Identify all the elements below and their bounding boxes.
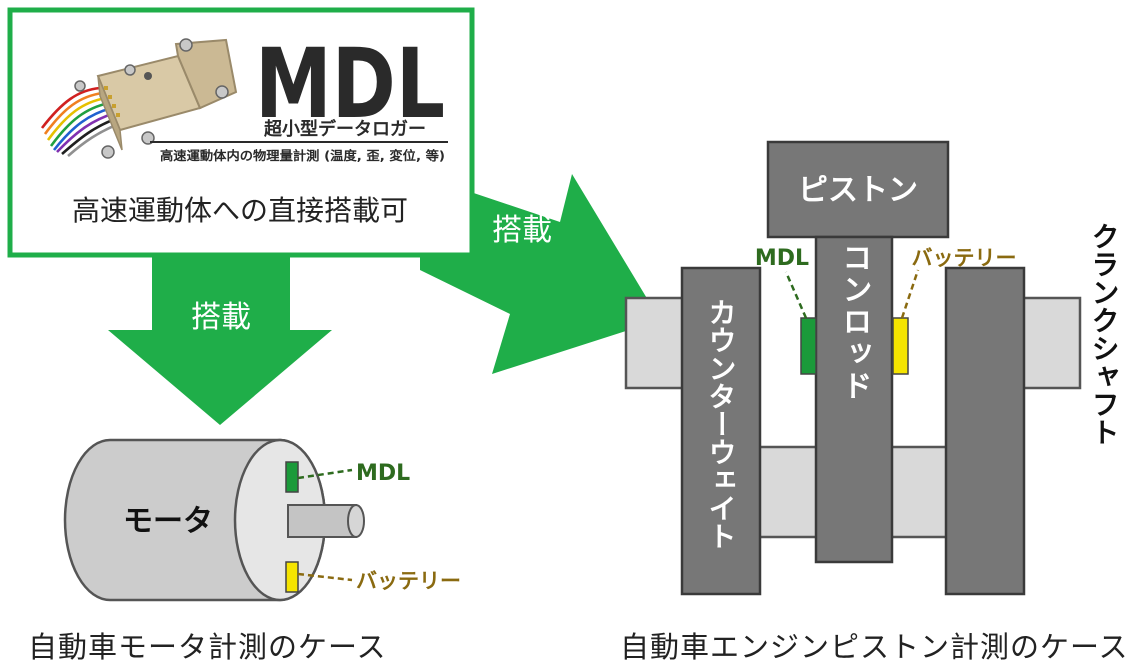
motor-battery-chip <box>285 561 299 593</box>
device-image <box>40 38 238 159</box>
right-arrow-label: 搭載 <box>492 213 552 248</box>
motor-mdl-leader <box>297 468 353 480</box>
down-arrow <box>108 255 332 425</box>
engine-battery-label: バッテリー <box>912 246 1017 270</box>
engine-mdl-leader <box>784 271 808 319</box>
engine-battery-chip <box>892 317 909 375</box>
conrod-label: コンロッド <box>837 242 872 402</box>
motor-battery-leader <box>297 572 353 582</box>
engine-illustration <box>624 140 1082 596</box>
product-box: MDL 超小型データロガー 高速運動体内の物理量計測 (温度, 歪, 変位, 等… <box>7 7 475 258</box>
right-arrow <box>420 174 660 374</box>
engine-battery-leader <box>900 269 920 319</box>
motor-mdl-chip <box>285 461 299 493</box>
product-subtitle: 超小型データロガー <box>264 118 426 140</box>
tagline: 高速運動体への直接搭載可 <box>72 194 408 227</box>
engine-case-caption: 自動車エンジンピストン計測のケース <box>620 630 1128 664</box>
counterweight-label: カウンターウェイト <box>705 298 738 550</box>
down-arrow-label: 搭載 <box>191 300 251 335</box>
crankshaft-label: クランクシャフト <box>1088 222 1121 446</box>
engine-mdl-chip <box>800 317 817 375</box>
engine-mdl-label: MDL <box>755 246 809 271</box>
motor-illustration <box>63 438 365 602</box>
motor-case-caption: 自動車モータ計測のケース <box>28 630 387 664</box>
piston-label: ピストン <box>798 173 918 208</box>
motor-battery-label: バッテリー <box>356 569 461 593</box>
motor-label: モータ <box>123 504 213 539</box>
product-description: 高速運動体内の物理量計測 (温度, 歪, 変位, 等) <box>160 148 445 163</box>
logo-text: MDL <box>255 28 445 140</box>
motor-mdl-label: MDL <box>356 461 410 486</box>
